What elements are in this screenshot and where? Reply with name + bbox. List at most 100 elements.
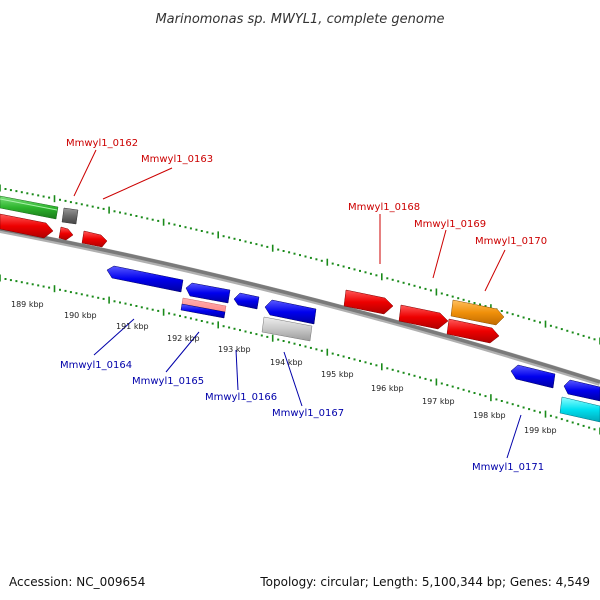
gene-Mmwyl1_0170[interactable] — [450, 299, 505, 326]
gene-red-lower[interactable] — [446, 318, 500, 344]
scale-label-191: 191 kbp — [116, 322, 149, 331]
callout-line-0169 — [432, 229, 447, 279]
lower-tick-track-minor-tick — [157, 309, 160, 312]
scale-labels: 189 kbp 190 kbp 191 kbp 192 kbp 193 kbp … — [11, 300, 557, 435]
gene-red-left[interactable] — [0, 213, 54, 239]
upper-tick-track-minor-tick — [179, 224, 181, 227]
lower-tick-track-minor-tick — [97, 296, 100, 299]
gene-Mmwyl1_0166[interactable] — [233, 292, 260, 310]
lower-tick-track-minor-tick — [299, 344, 301, 347]
upper-tick-track-minor-tick — [4, 188, 7, 190]
scale-label-198: 198 kbp — [473, 411, 506, 420]
scale-label-193: 193 kbp — [218, 345, 251, 354]
lower-tick-track-minor-tick — [222, 325, 225, 328]
upper-tick-track-minor-tick — [64, 199, 67, 202]
upper-tick-track-minor-tick — [315, 258, 318, 261]
lower-tick-track-minor-tick — [391, 368, 394, 371]
gene-label-0168: Mmwyl1_0168 — [348, 202, 420, 213]
lower-tick-track-minor-tick — [582, 424, 585, 427]
gene-Mmwyl1_0162[interactable] — [61, 207, 79, 225]
lower-tick-track-minor-tick — [555, 416, 558, 419]
upper-tick-track-minor-tick — [168, 222, 171, 225]
lower-tick-track-minor-tick — [86, 294, 89, 297]
lower-tick-track-minor-tick — [64, 289, 67, 292]
upper-tick-track-minor-tick — [375, 274, 378, 277]
lower-tick-track-minor-tick — [168, 312, 171, 315]
upper-tick-track-minor-tick — [195, 228, 198, 231]
green-track-highlight — [0, 198, 58, 211]
lower-tick-track-minor-tick — [228, 326, 231, 329]
upper-tick-track-minor-tick — [500, 310, 503, 312]
lower-tick-track-minor-tick — [451, 385, 454, 388]
lower-tick-track-minor-tick — [315, 348, 318, 351]
upper-tick-track-minor-tick — [157, 219, 160, 222]
gene-label-0165: Mmwyl1_0165 — [132, 376, 204, 387]
gene-Mmwyl1_0164[interactable] — [106, 265, 184, 293]
lower-tick-track-minor-tick — [173, 313, 176, 316]
lower-tick-track-minor-tick — [260, 334, 263, 337]
lower-tick-track-minor-tick — [200, 320, 203, 322]
upper-tick-track-minor-tick — [228, 236, 231, 239]
callout-line-0167 — [283, 351, 303, 407]
lower-tick-track-minor-tick — [195, 318, 198, 321]
upper-tick-track-minor-tick — [577, 333, 580, 336]
upper-tick-track-minor-tick — [140, 216, 143, 219]
lower-tick-track-minor-tick — [277, 338, 280, 341]
lower-tick-track-minor-tick — [593, 428, 596, 431]
upper-tick-track-minor-tick — [555, 326, 558, 329]
upper-tick-track-minor-tick — [582, 334, 585, 337]
upper-tick-track-minor-tick — [424, 287, 427, 290]
lower-tick-track-minor-tick — [309, 346, 312, 349]
gene-label-0167: Mmwyl1_0167 — [272, 408, 344, 419]
lower-tick-track-minor-tick — [577, 423, 580, 426]
lower-tick-track-minor-tick — [146, 307, 149, 310]
gene-blue-right-b[interactable] — [563, 379, 600, 402]
upper-tick-track-minor-tick — [337, 264, 340, 267]
gene-Mmwyl1_0165-blue-band — [180, 303, 226, 319]
callout-line-0162 — [73, 149, 97, 197]
lower-tick-track-minor-tick — [511, 403, 514, 406]
upper-tick-track-minor-tick — [408, 283, 411, 286]
upper-tick-track-minor-tick — [588, 336, 591, 339]
gene-blue-right-a[interactable] — [510, 364, 556, 389]
lower-tick-track-minor-tick — [588, 426, 591, 429]
upper-tick-track-minor-tick — [359, 269, 361, 272]
lower-tick-track-minor-tick — [571, 421, 574, 424]
gene-Mmwyl1_0167[interactable] — [264, 299, 317, 325]
upper-tick-track-minor-tick — [233, 237, 236, 240]
gene-label-0164: Mmwyl1_0164 — [60, 360, 132, 371]
upper-tick-track-minor-tick — [31, 193, 34, 196]
gene-Mmwyl1_0168[interactable] — [343, 289, 394, 315]
lower-tick-track-minor-tick — [566, 419, 569, 422]
gene-Mmwyl1_0163[interactable] — [81, 230, 108, 248]
upper-tick-track-minor-tick — [566, 329, 569, 332]
upper-tick-track-minor-tick — [571, 331, 574, 334]
gene-Mmwyl1_0165[interactable] — [185, 282, 231, 304]
upper-tick-track-minor-tick — [593, 338, 596, 341]
lower-tick-track-minor-tick — [75, 292, 78, 295]
scale-label-195: 195 kbp — [321, 370, 354, 379]
lower-tick-track-minor-tick — [119, 301, 121, 304]
upper-tick-track-minor-tick — [80, 203, 83, 206]
lower-tick-track-minor-tick — [484, 395, 487, 398]
lower-tick-track-minor-tick — [282, 340, 285, 342]
lower-tick-track-minor-tick — [429, 379, 432, 382]
upper-tick-track-minor-tick — [440, 292, 443, 295]
upper-tick-track-minor-tick — [457, 297, 460, 300]
callout-line-0165 — [165, 331, 200, 373]
gene-grey-feature[interactable] — [261, 316, 313, 342]
lower-tick-track-minor-tick — [26, 282, 29, 285]
upper-tick-track-minor-tick — [299, 254, 301, 257]
lower-tick-track-minor-tick — [20, 281, 23, 284]
gene-Mmwyl1_0163-part-a[interactable] — [58, 226, 74, 241]
upper-tick-track-minor-tick — [102, 207, 105, 210]
gene-Mmwyl1_0171[interactable] — [559, 396, 600, 423]
upper-tick-track-minor-tick — [86, 204, 89, 207]
upper-tick-track-minor-tick — [462, 298, 465, 301]
lower-tick-track-minor-tick — [48, 286, 51, 289]
upper-tick-track-minor-tick — [446, 294, 449, 297]
gene-Mmwyl1_0169[interactable] — [398, 304, 449, 330]
lower-tick-track-minor-tick — [348, 357, 351, 359]
upper-tick-track-minor-tick — [48, 196, 51, 199]
lower-tick-track-minor-tick — [517, 404, 520, 407]
